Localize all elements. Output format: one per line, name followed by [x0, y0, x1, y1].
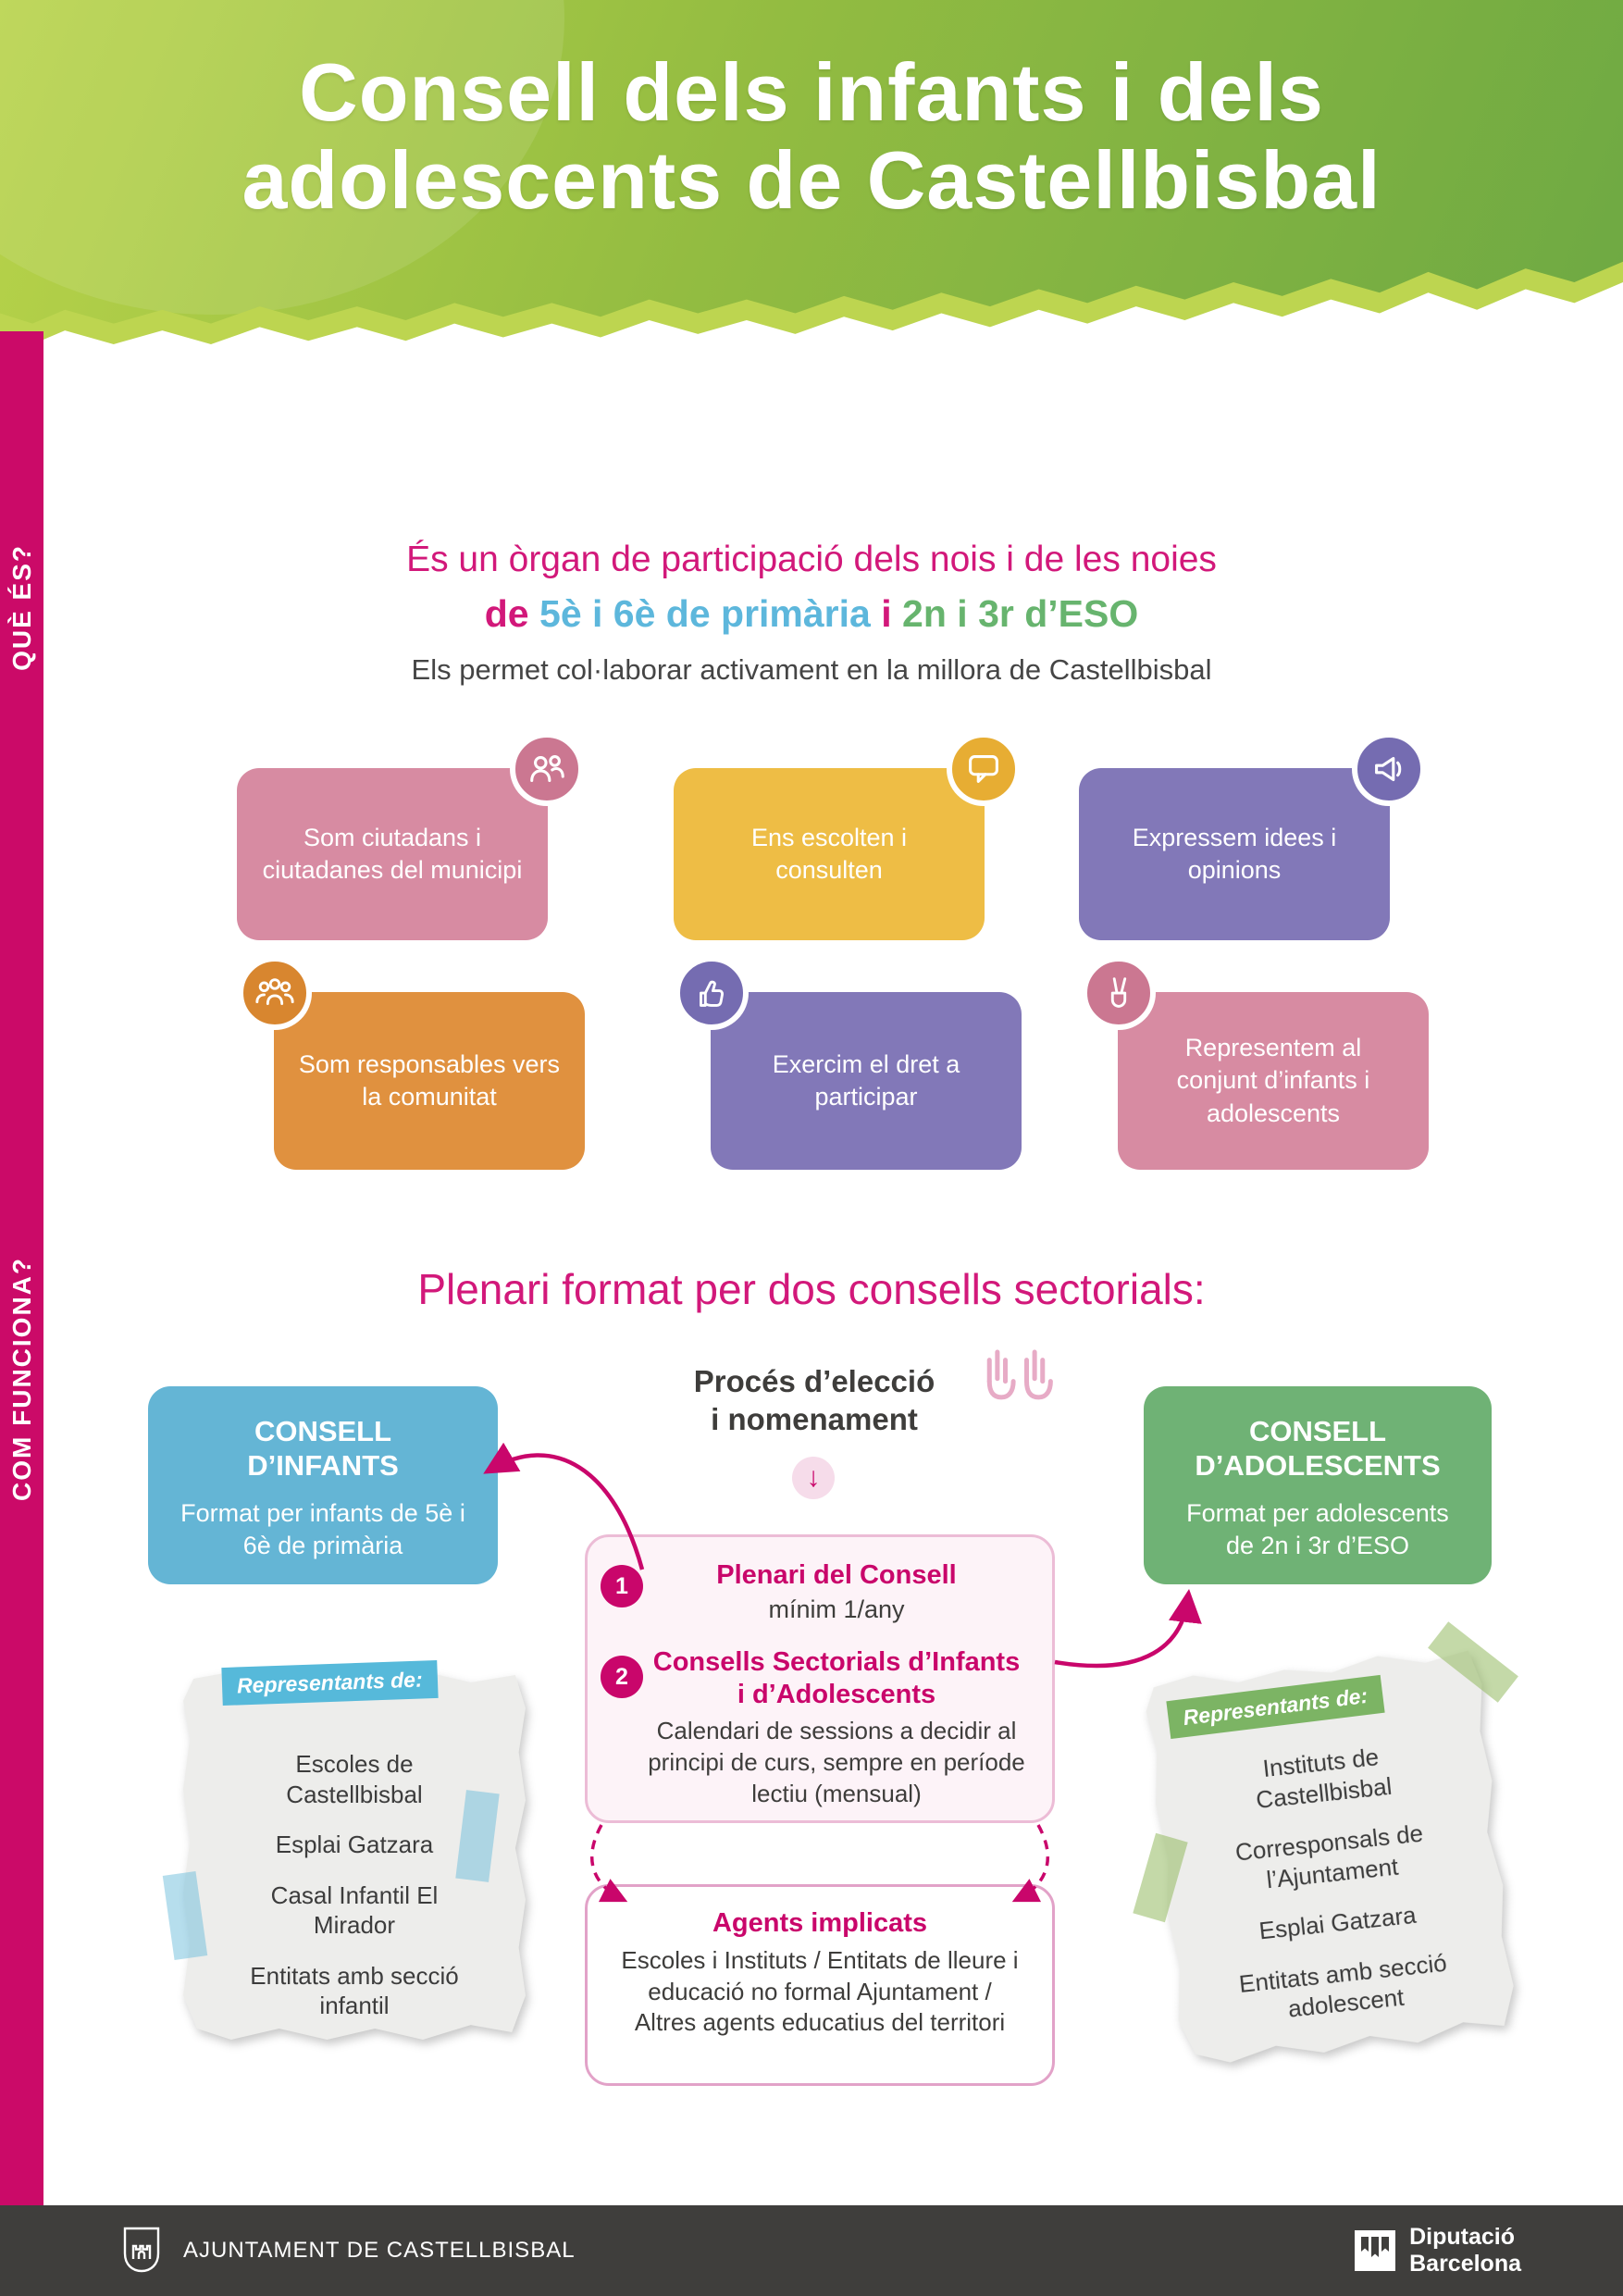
card-som-responsables-text: Som responsables vers la comunitat — [298, 1049, 561, 1111]
page-title-line2: adolescents de Castellbisbal — [242, 134, 1381, 227]
page-title: Consell dels infants i dels adolescents … — [37, 48, 1586, 224]
card-exercim-dret: Exercim el dret a participar — [711, 992, 1022, 1170]
card-som-responsables: Som responsables vers la comunitat — [274, 992, 585, 1170]
note-right-item-1: Instituts de Castellbisbal — [1254, 1743, 1394, 1814]
intro-primaria: 5è i 6è de primària — [539, 592, 871, 635]
agents-body: Escoles i Instituts / Entitats de lleure… — [621, 1945, 1019, 2037]
footer: AJUNTAMENT DE CASTELLBISBAL Diputació Ba… — [0, 2205, 1623, 2296]
sectorials-title: Consells Sectorials d’Infants i d’Adoles… — [652, 1646, 1021, 1709]
diputacio-logo: Diputació Barcelona — [1354, 2224, 1521, 2277]
intro-i: i — [881, 592, 892, 635]
card-representem: Representem al conjunt d’infants i adole… — [1118, 992, 1429, 1170]
card-ens-escolten-text: Ens escolten i consulten — [750, 823, 908, 884]
arrow-to-consell-adolescents — [1054, 1589, 1202, 1669]
diputacio-icon — [1355, 2230, 1396, 2271]
plenari-frequency: mínim 1/any — [768, 1595, 905, 1623]
megaphone-icon — [1352, 732, 1426, 806]
step-1-badge: 1 — [601, 1565, 643, 1607]
note-left-item-4: Entitats amb secció infantil — [250, 1961, 459, 2020]
sidebar-strip — [0, 331, 43, 2205]
note-right-item-3: Esplai Gatzara — [1258, 1900, 1418, 1945]
card-exercim-dret-text: Exercim el dret a participar — [772, 1049, 960, 1111]
diputacio-line1: Diputació — [1409, 2224, 1516, 2251]
header — [0, 0, 1623, 324]
note-right-item-2: Corresponsals de l’Ajuntament — [1233, 1818, 1425, 1893]
intro-eso: 2n i 3r d’ESO — [902, 592, 1139, 635]
consell-adolescents-title: CONSELL D’ADOLESCENTS — [1195, 1415, 1441, 1483]
consell-adolescents-box: CONSELL D’ADOLESCENTS Format per adolesc… — [1144, 1386, 1492, 1584]
note-left-item-3: Casal Infantil El Mirador — [270, 1880, 439, 1940]
consell-infants-box: CONSELL D’INFANTS Format per infants de … — [148, 1386, 498, 1584]
down-arrow-icon: ↓ — [792, 1457, 835, 1499]
section-heading-plenari: Plenari format per dos consells sectoria… — [417, 1265, 1206, 1313]
intro-line1: És un òrgan de participació dels nois i … — [406, 540, 1217, 579]
note-left-item-2: Esplai Gatzara — [275, 1831, 434, 1858]
intro-line3: Els permet col·laborar activament en la … — [411, 653, 1212, 686]
card-ens-escolten: Ens escolten i consulten — [674, 768, 985, 940]
plenari-title: Plenari del Consell — [716, 1560, 957, 1590]
sectorials-body: Calendari de sessions a decidir al princ… — [648, 1717, 1025, 1807]
ajuntament-label: AJUNTAMENT DE CASTELLBISBAL — [183, 2238, 576, 2263]
proces-eleccio-title: Procés d’elecció i nomenament — [638, 1362, 990, 1439]
intro-line2: de 5è i 6è de primària i 2n i 3r d’ESO — [0, 592, 1623, 636]
note-left-item-1: Escoles de Castellbisbal — [286, 1750, 423, 1808]
card-representem-text: Representem al conjunt d’infants i adole… — [1176, 1034, 1370, 1127]
diputacio-line2: Barcelona — [1409, 2251, 1521, 2277]
consell-adolescents-desc: Format per adolescents de 2n i 3r d’ESO — [1186, 1499, 1449, 1560]
consell-infants-title: CONSELL D’INFANTS — [247, 1415, 399, 1483]
chat-bubble-icon — [947, 732, 1021, 806]
note-representants-infants: Escoles de Castellbisbal Esplai Gatzara … — [183, 1671, 526, 2040]
proces-line2: i nomenament — [711, 1402, 918, 1437]
ajuntament-logo: AJUNTAMENT DE CASTELLBISBAL — [120, 2226, 576, 2276]
group-icon — [238, 956, 312, 1030]
diputacio-label: Diputació Barcelona — [1409, 2224, 1521, 2277]
agents-implicats-box: Agents implicats Escoles i Instituts / E… — [585, 1884, 1055, 2086]
raised-hands-icon — [973, 1340, 1059, 1411]
card-som-ciutadans-text: Som ciutadans i ciutadanes del municipi — [262, 823, 523, 884]
intro-de: de — [484, 592, 529, 635]
consell-infants-desc: Format per infants de 5è i 6è de primàri… — [180, 1499, 465, 1560]
card-expressem-idees: Expressem idees i opinions — [1079, 768, 1390, 940]
ribbon-representants-left: Representants de: — [221, 1659, 439, 1706]
step-2-badge: 2 — [601, 1656, 643, 1698]
note-right-item-4: Entitats amb secció adolescent — [1237, 1948, 1448, 2023]
agents-title: Agents implicats — [712, 1908, 928, 1938]
note-paper: Escoles de Castellbisbal Esplai Gatzara … — [183, 1671, 526, 2040]
thumbs-up-icon — [675, 956, 749, 1030]
plenari-box: 1 2 Plenari del Consell mínim 1/any Cons… — [585, 1534, 1055, 1823]
proces-line1: Procés d’elecció — [693, 1364, 935, 1398]
peace-hand-icon — [1082, 956, 1156, 1030]
page-title-line1: Consell dels infants i dels — [299, 46, 1324, 138]
card-expressem-idees-text: Expressem idees i opinions — [1132, 823, 1337, 884]
people-icon — [510, 732, 584, 806]
castellbisbal-crest-icon — [123, 2227, 160, 2273]
card-som-ciutadans: Som ciutadans i ciutadanes del municipi — [237, 768, 548, 940]
